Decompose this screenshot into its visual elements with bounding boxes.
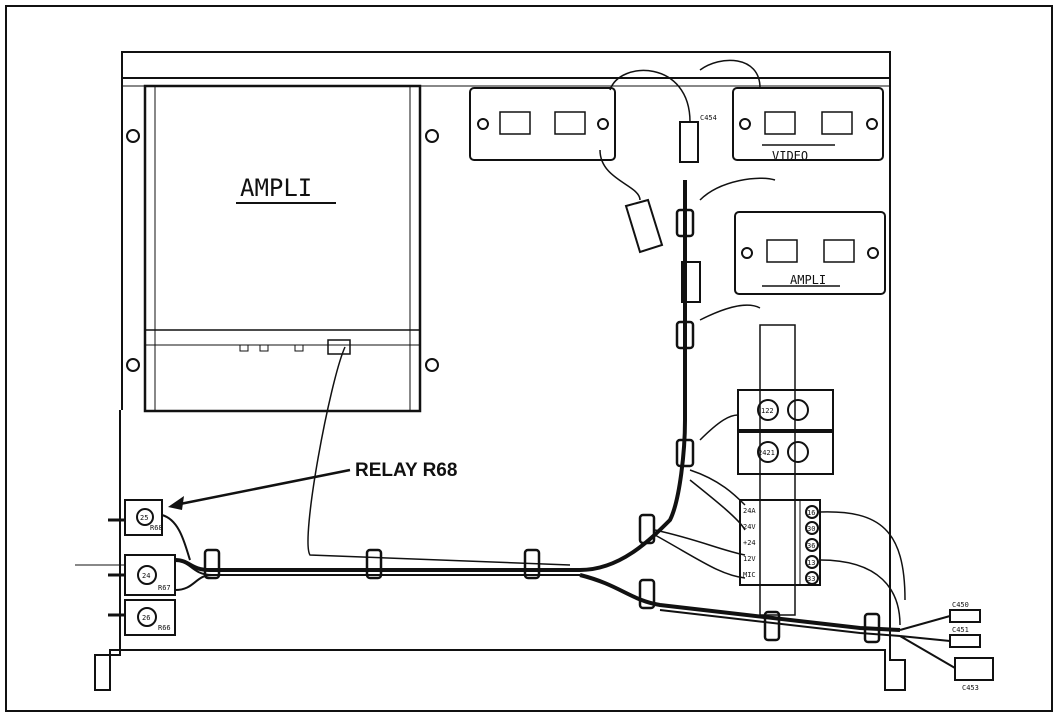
diagram-frame — [5, 5, 1053, 712]
chassis-body — [94, 78, 906, 691]
connector-label: C453 — [962, 684, 979, 692]
screw-icon — [126, 129, 140, 143]
block-label: +24 — [743, 539, 756, 547]
relay-ref: R68 — [150, 524, 163, 532]
module-video — [732, 87, 884, 161]
terminal-label: 36 — [807, 542, 815, 550]
video-module-label: VIDEO — [772, 149, 808, 163]
relay-number: 25 — [140, 514, 148, 522]
amplifier-box — [143, 84, 422, 413]
relay-ref: R66 — [158, 624, 171, 632]
screw-icon — [126, 358, 140, 372]
relay-callout: RELAY R68 — [355, 460, 457, 481]
relay-r68 — [124, 499, 163, 536]
harness-clip — [763, 610, 781, 642]
relay-number: 24 — [142, 572, 150, 580]
terminal-strip — [739, 499, 821, 586]
harness-clip — [675, 438, 695, 468]
mounting-bar — [759, 324, 796, 616]
relay-number: 26 — [142, 614, 150, 622]
connector-c451 — [949, 634, 981, 648]
chassis-outline — [121, 51, 891, 79]
connector-label: C454 — [700, 114, 717, 122]
module-top-left — [469, 87, 616, 161]
block-label: 24V — [743, 523, 756, 531]
terminal-label: 16 — [807, 509, 815, 517]
connector-label: C450 — [952, 601, 969, 609]
block-label: 24A — [743, 507, 756, 515]
harness-clip — [203, 548, 221, 580]
screw-icon — [425, 358, 439, 372]
callout-arrow — [174, 468, 351, 507]
harness-clip — [638, 513, 656, 545]
harness-clip — [863, 612, 881, 644]
relay-r66 — [124, 599, 176, 636]
junction-block — [737, 431, 834, 475]
terminal-label: 33 — [807, 575, 815, 583]
junction-label: 122 — [761, 407, 774, 415]
main-harness — [174, 180, 687, 572]
harness-clip — [675, 208, 695, 238]
module-ampli — [734, 211, 886, 295]
junction-block — [737, 389, 834, 431]
terminal-label: 13 — [807, 559, 815, 567]
dangling-plug — [624, 198, 664, 254]
junction-label: 2421 — [758, 449, 775, 457]
connector-c453 — [954, 657, 994, 681]
harness-clip — [365, 548, 383, 580]
connector-c454 — [679, 121, 699, 163]
block-label: 12V — [743, 555, 756, 563]
harness-clip — [638, 578, 656, 610]
block-label: MIC — [743, 571, 756, 579]
screw-icon — [425, 129, 439, 143]
harness-clip — [523, 548, 541, 580]
connector-c450 — [949, 609, 981, 623]
main-unit-label: AMPLI — [240, 174, 312, 202]
relay-ref: R67 — [158, 584, 171, 592]
ampli-module-label: AMPLI — [790, 273, 826, 287]
terminal-label: 30 — [807, 525, 815, 533]
harness-clip — [675, 320, 695, 350]
connector-label: C451 — [952, 626, 969, 634]
